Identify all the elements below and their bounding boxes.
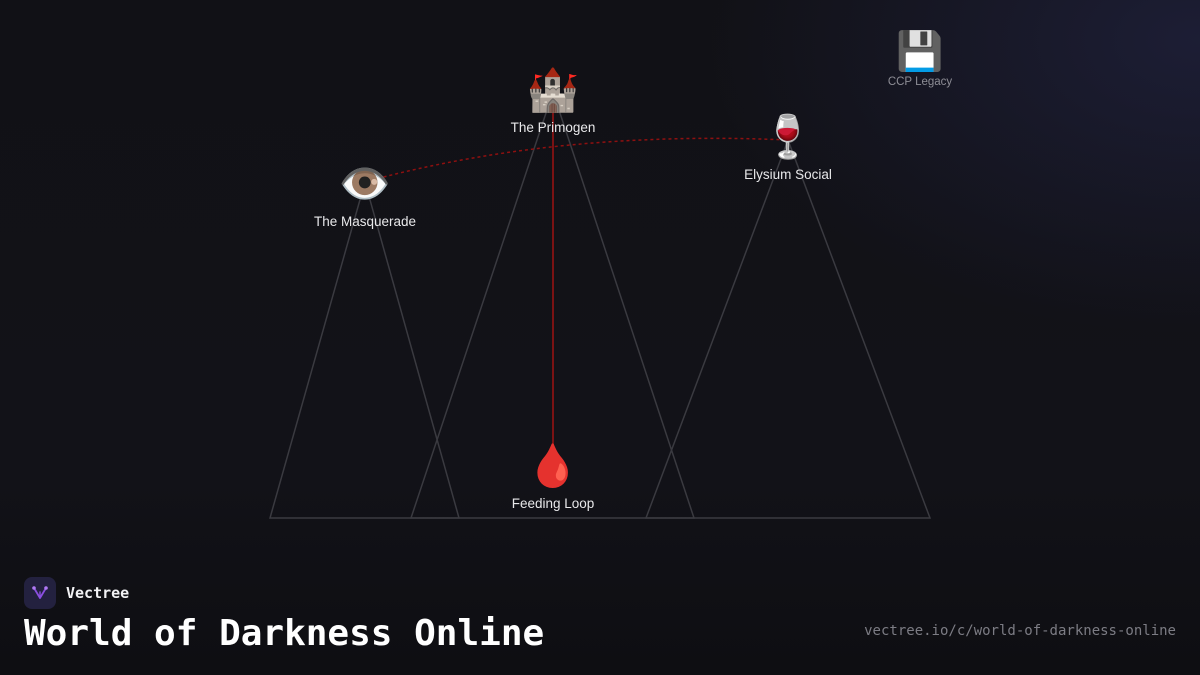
- node-the-masquerade[interactable]: 👁️ The Masquerade: [265, 160, 465, 229]
- page-url[interactable]: vectree.io/c/world-of-darkness-online: [864, 623, 1176, 639]
- brand-name: Vectree: [66, 584, 130, 602]
- wine-glass-icon: 🍷: [761, 113, 815, 160]
- node-label: Feeding Loop: [511, 496, 595, 511]
- masquerade-branch-outline: [269, 179, 460, 519]
- eye-icon: 👁️: [338, 160, 392, 207]
- node-elysium-social[interactable]: 🍷 Elysium Social: [688, 113, 888, 182]
- node-the-primogen[interactable]: 🏰 The Primogen: [453, 66, 653, 135]
- node-label: The Primogen: [510, 120, 596, 135]
- page-title: World of Darkness Online: [24, 613, 545, 654]
- elysium-branch-outline: [644, 137, 932, 519]
- node-label: The Masquerade: [313, 214, 417, 229]
- ccp-legacy-badge[interactable]: 💾 CCP Legacy: [860, 30, 980, 88]
- castle-icon: 🏰: [526, 66, 580, 113]
- brand[interactable]: Vectree: [24, 577, 129, 609]
- floppy-disk-icon: 💾: [896, 31, 944, 73]
- vectree-logo-icon: [24, 577, 56, 609]
- blood-drop-icon: 🩸: [526, 442, 580, 489]
- node-label: Elysium Social: [744, 167, 832, 182]
- ccp-legacy-label: CCP Legacy: [887, 76, 953, 88]
- node-feeding-loop[interactable]: 🩸 Feeding Loop: [453, 442, 653, 511]
- primogen-branch-outline: [409, 89, 696, 519]
